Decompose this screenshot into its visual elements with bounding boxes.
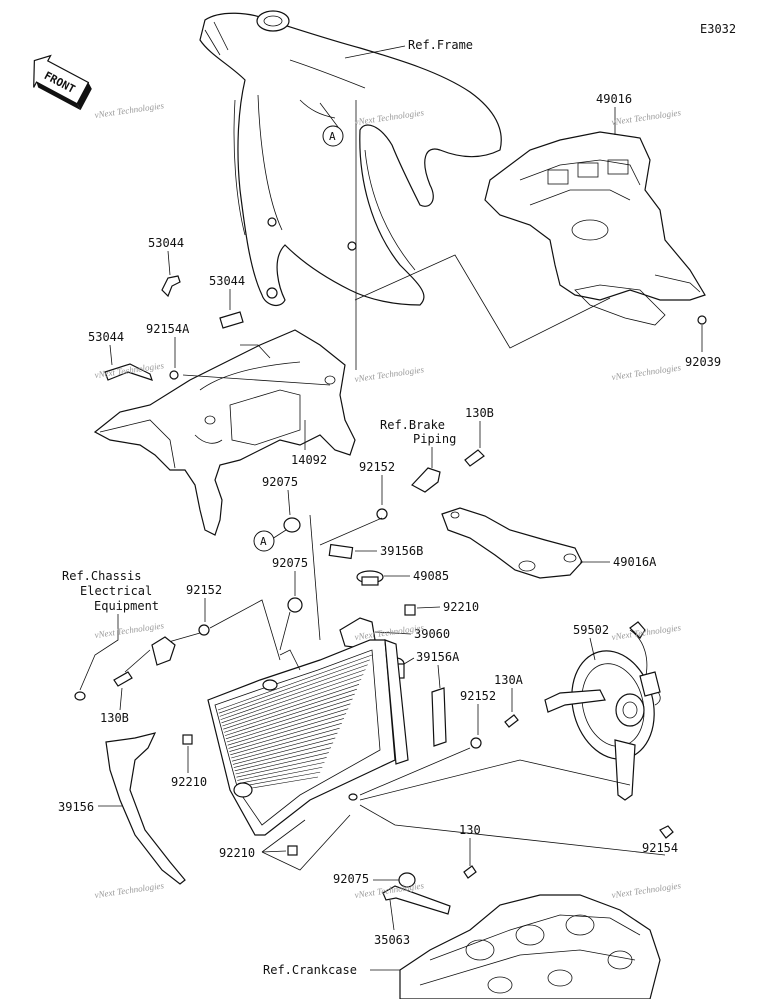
shroud-49016-drawing xyxy=(484,131,706,326)
part-92210-left: 92210 xyxy=(171,775,207,789)
svg-text:vNext Technologies: vNext Technologies xyxy=(94,880,165,900)
radiator-fin-line xyxy=(226,703,351,743)
part-35063: 35063 xyxy=(374,933,410,947)
part-130: 130 xyxy=(459,823,481,837)
svg-text:A: A xyxy=(329,130,336,143)
ref-chassis-label-2: Electrical xyxy=(80,584,152,598)
radiator-fin-line xyxy=(236,757,327,778)
part-39156: 39156 xyxy=(58,800,94,814)
radiator-drawing xyxy=(207,639,409,836)
part-49016: 49016 xyxy=(596,92,632,106)
part-53044-c: 53044 xyxy=(88,330,124,344)
radiator-fins xyxy=(217,654,373,791)
ref-frame-label: Ref.Frame xyxy=(408,38,473,52)
ref-crankcase-label: Ref.Crankcase xyxy=(263,963,357,977)
marker-a-top: A xyxy=(322,125,344,147)
radiator-fin-line xyxy=(239,776,319,791)
part-53044-b: 53044 xyxy=(209,274,245,288)
part-92152-left: 92152 xyxy=(186,583,222,597)
part-92075-c: 92075 xyxy=(333,872,369,886)
part-92075-a: 92075 xyxy=(262,475,298,489)
fan-59502-drawing xyxy=(544,621,661,801)
svg-text:vNext Technologies: vNext Technologies xyxy=(94,620,165,640)
radiator-fin-line xyxy=(230,723,342,756)
part-14092: 14092 xyxy=(291,453,327,467)
svg-text:vNext Technologies: vNext Technologies xyxy=(611,362,682,382)
part-130B-left: 130B xyxy=(100,711,129,725)
radiator-fin-line xyxy=(233,742,334,768)
front-arrow-icon: FRONT xyxy=(33,54,92,111)
part-39060: 39060 xyxy=(414,627,450,641)
ref-chassis-label-1: Ref.Chassis xyxy=(62,569,141,583)
radiator-fin-line xyxy=(238,766,323,784)
svg-text:vNext Technologies: vNext Technologies xyxy=(611,622,682,642)
part-92075-b: 92075 xyxy=(272,556,308,570)
radiator-fin-line xyxy=(235,752,329,775)
ref-chassis-label-3: Equipment xyxy=(94,599,159,613)
part-53044-a: 53044 xyxy=(148,236,184,250)
part-130A: 130A xyxy=(494,673,524,687)
radiator-fin-line xyxy=(219,664,368,717)
part-92154A: 92154A xyxy=(146,322,190,336)
part-92210-right: 92210 xyxy=(443,600,479,614)
svg-text:vNext Technologies: vNext Technologies xyxy=(611,880,682,900)
radiator-fin-line xyxy=(232,732,338,762)
radiator-fin-line xyxy=(231,727,340,759)
radiator-fin-line xyxy=(237,762,325,781)
radiator-fin-line xyxy=(224,688,357,733)
part-92210-bottom: 92210 xyxy=(219,846,255,860)
svg-text:vNext Technologies: vNext Technologies xyxy=(611,107,682,127)
radiator-fin-line xyxy=(239,771,321,788)
marker-a-bottom: A xyxy=(253,530,275,552)
radiator-fin-line xyxy=(232,737,336,765)
part-92152-mid: 92152 xyxy=(359,460,395,474)
svg-text:vNext Technologies: vNext Technologies xyxy=(354,364,425,384)
ref-brake-label-1: Ref.Brake xyxy=(380,418,445,432)
part-92154: 92154 xyxy=(642,841,678,855)
radiator-fin-line xyxy=(225,698,353,740)
part-49085: 49085 xyxy=(413,569,449,583)
cover-14092-drawing xyxy=(93,329,356,536)
part-92039: 92039 xyxy=(685,355,721,369)
svg-text:A: A xyxy=(260,535,267,548)
svg-text:vNext Technologies: vNext Technologies xyxy=(94,100,165,120)
radiator-fin-line xyxy=(223,683,360,730)
radiator-fin-line xyxy=(227,708,349,746)
part-130B-top: 130B xyxy=(465,406,494,420)
part-39156A: 39156A xyxy=(416,650,460,664)
part-59502: 59502 xyxy=(573,623,609,637)
radiator-fin-line xyxy=(218,659,370,714)
radiator-fin-line xyxy=(229,718,345,752)
radiator-fin-line xyxy=(228,713,347,749)
part-39156B: 39156B xyxy=(380,544,423,558)
radiator-fin-line xyxy=(221,674,364,724)
diagram-code: E3032 xyxy=(700,22,736,36)
radiator-fin-line xyxy=(234,747,332,772)
part-92152-low: 92152 xyxy=(460,689,496,703)
bracket-49016A-drawing xyxy=(441,507,583,579)
ref-brake-label-2: Piping xyxy=(413,432,456,446)
crankcase-drawing xyxy=(399,894,661,999)
svg-text:vNext Technologies: vNext Technologies xyxy=(94,360,165,380)
radiator-fin-line xyxy=(220,669,366,720)
radiator-fin-line xyxy=(222,679,362,727)
frame-drawing xyxy=(199,10,502,307)
radiator-fin-line xyxy=(224,693,355,736)
radiator-fin-line xyxy=(217,654,373,711)
part-49016A: 49016A xyxy=(613,555,657,569)
